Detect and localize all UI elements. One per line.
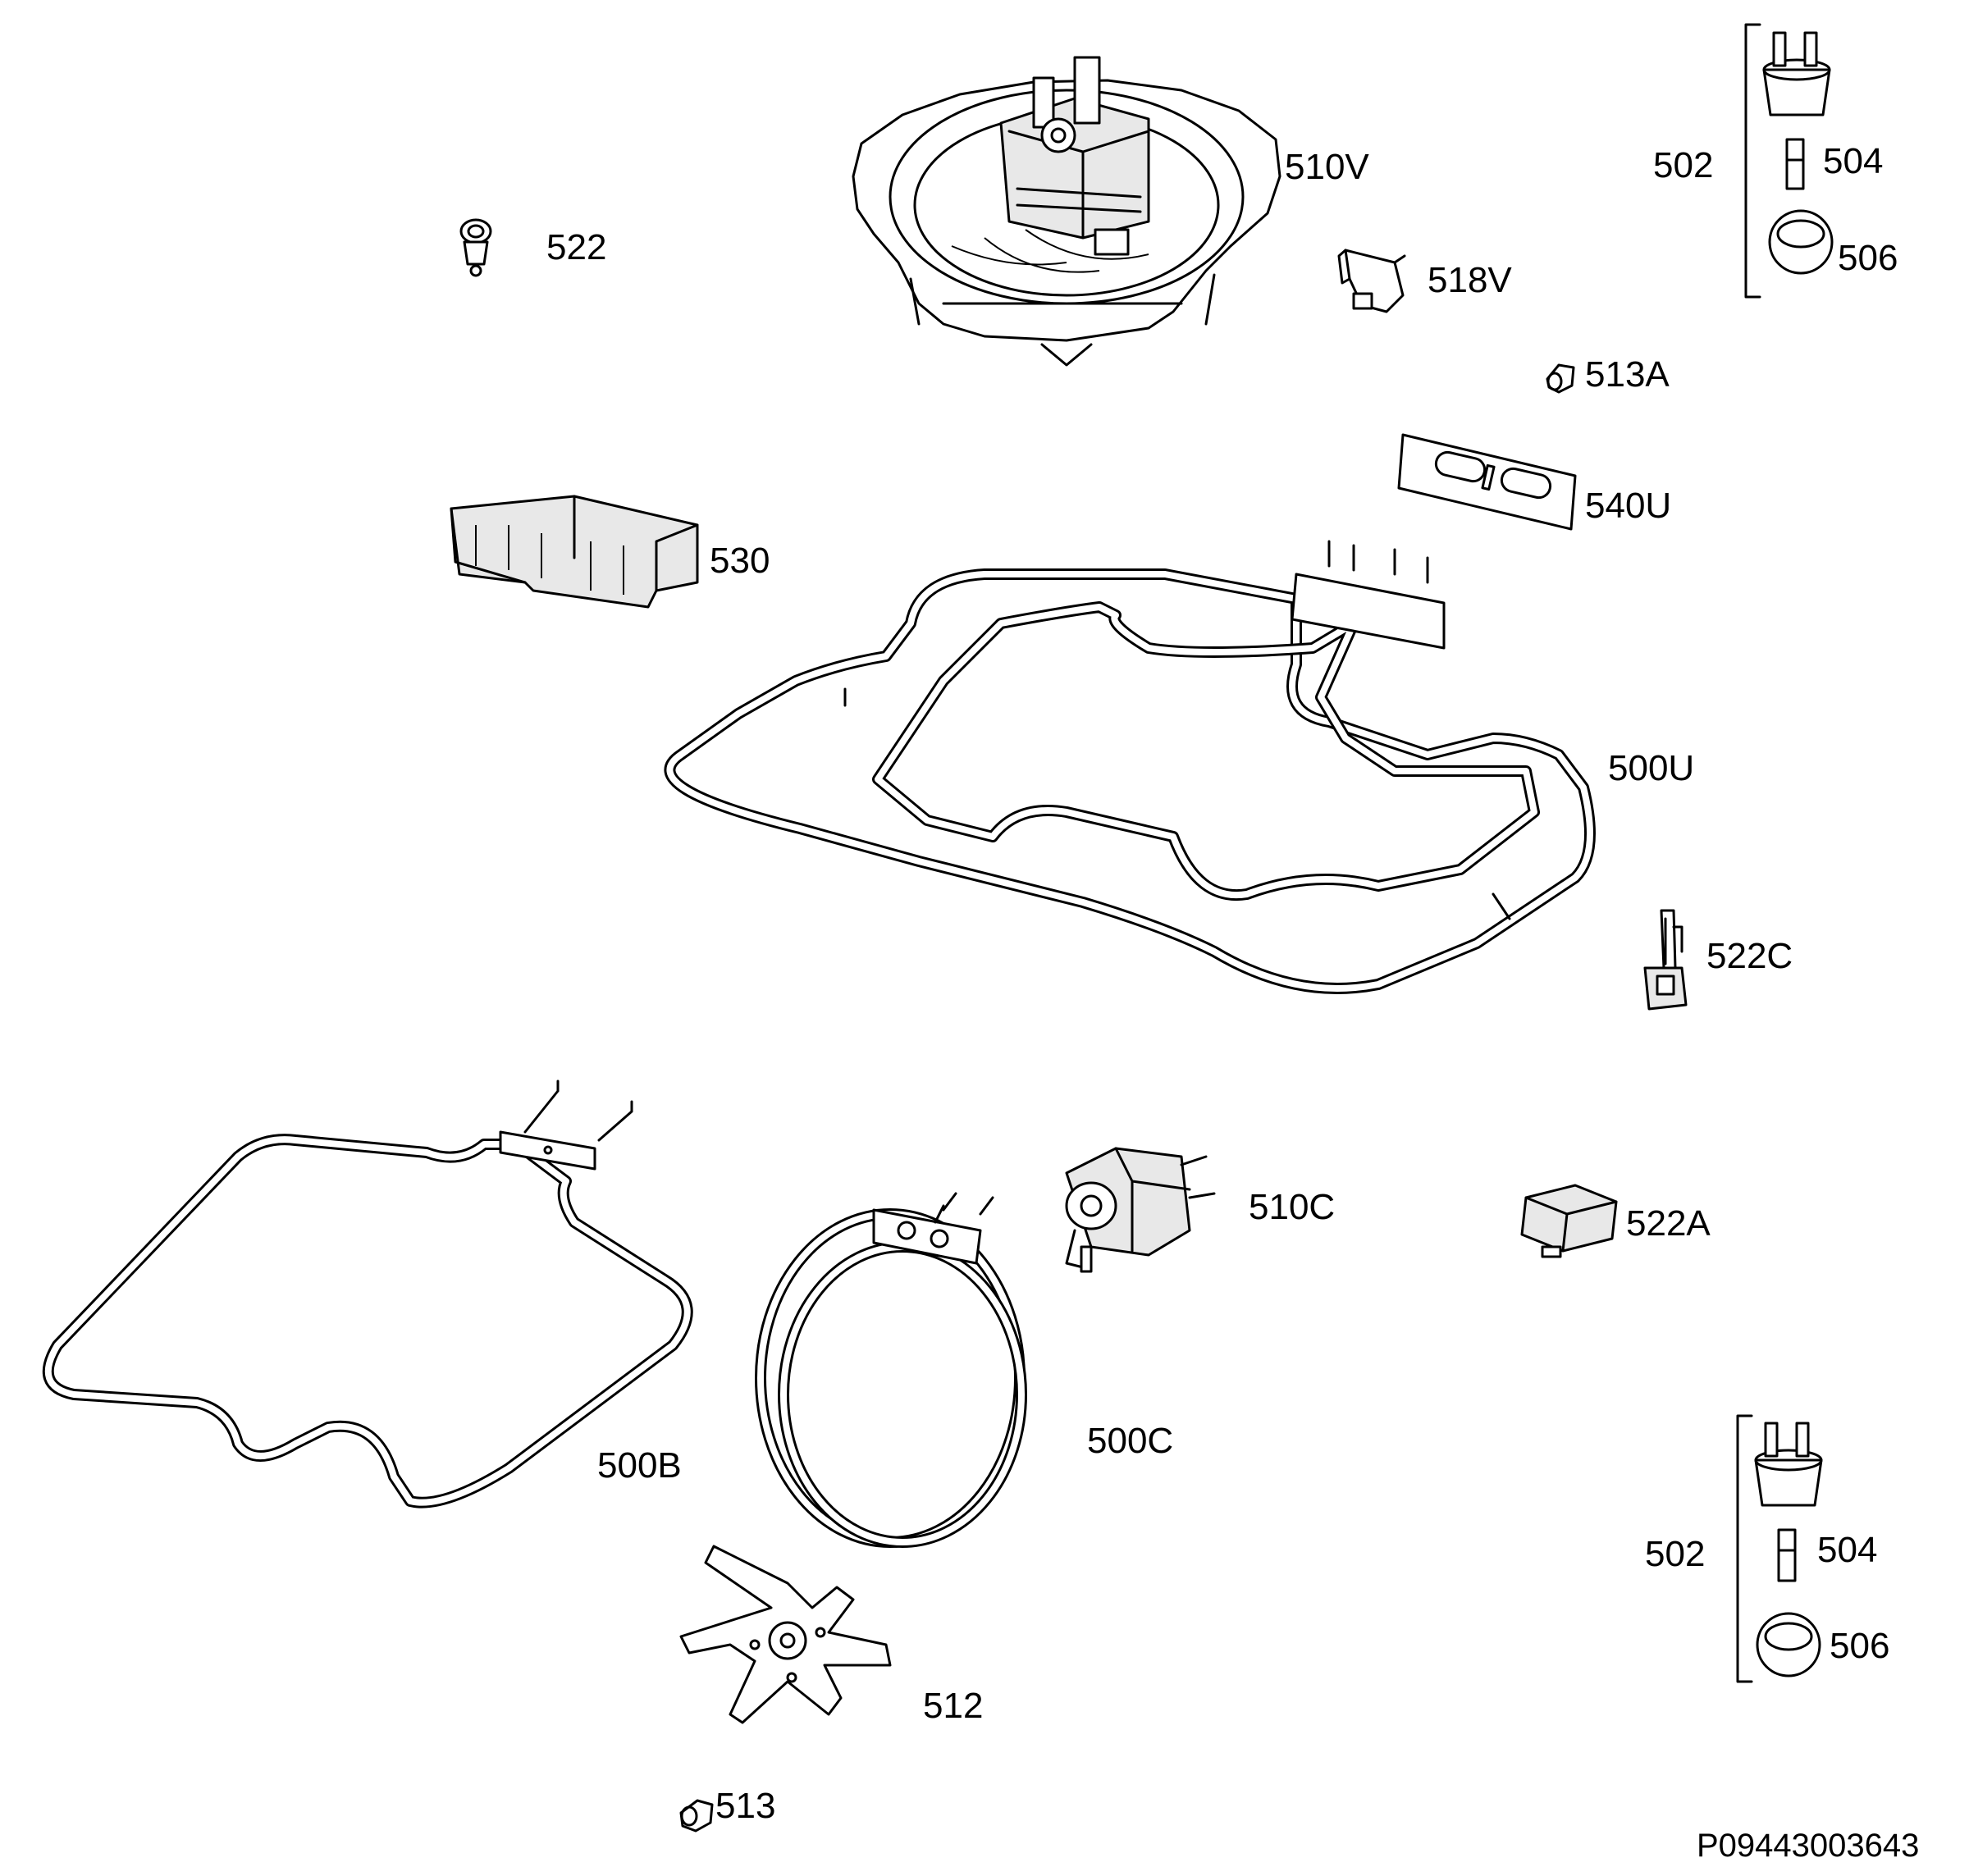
label-513: 513 xyxy=(715,1786,776,1826)
part-500U-grill-element[interactable] xyxy=(664,540,1596,994)
part-group-502-bottom[interactable] xyxy=(1736,1414,1823,1683)
document-number: P09443003643 xyxy=(1697,1828,1920,1864)
label-502-bottom: 502 xyxy=(1645,1534,1706,1574)
label-502-top: 502 xyxy=(1653,145,1714,185)
label-500B: 500B xyxy=(597,1445,682,1486)
label-513A: 513A xyxy=(1585,354,1670,395)
label-506-top: 506 xyxy=(1838,238,1898,278)
part-510C-fan-motor[interactable] xyxy=(1065,1147,1216,1273)
part-group-502-top[interactable] xyxy=(1744,23,1834,299)
part-513A-nut[interactable] xyxy=(1546,363,1575,394)
label-510V: 510V xyxy=(1285,147,1369,187)
label-522A: 522A xyxy=(1626,1203,1711,1244)
label-512: 512 xyxy=(923,1686,984,1726)
label-504-bottom: 504 xyxy=(1817,1530,1878,1570)
label-506-bottom: 506 xyxy=(1830,1626,1890,1666)
part-540U-gasket[interactable] xyxy=(1397,433,1577,531)
label-540U: 540U xyxy=(1585,486,1672,526)
label-500C: 500C xyxy=(1087,1421,1174,1461)
part-512-fan-blade[interactable] xyxy=(679,1545,892,1724)
label-510C: 510C xyxy=(1249,1187,1336,1227)
part-500B-bottom-element[interactable] xyxy=(42,1079,693,1509)
part-513-nut[interactable] xyxy=(679,1799,714,1833)
part-510V-fan-motor-assembly[interactable] xyxy=(852,56,1281,367)
label-500U: 500U xyxy=(1608,748,1695,788)
label-522: 522 xyxy=(546,227,607,267)
part-500C-circular-element[interactable] xyxy=(755,1192,1027,1548)
label-530: 530 xyxy=(710,541,770,581)
part-518V-bracket[interactable] xyxy=(1337,249,1406,313)
label-518V: 518V xyxy=(1428,260,1512,300)
label-522C: 522C xyxy=(1706,936,1793,976)
part-522C-thermostat[interactable] xyxy=(1643,909,1688,1011)
part-530-terminal-block[interactable] xyxy=(450,495,699,609)
part-522-clip[interactable] xyxy=(459,218,492,277)
label-504-top: 504 xyxy=(1823,141,1884,181)
part-522A-thermostat[interactable] xyxy=(1520,1184,1618,1258)
